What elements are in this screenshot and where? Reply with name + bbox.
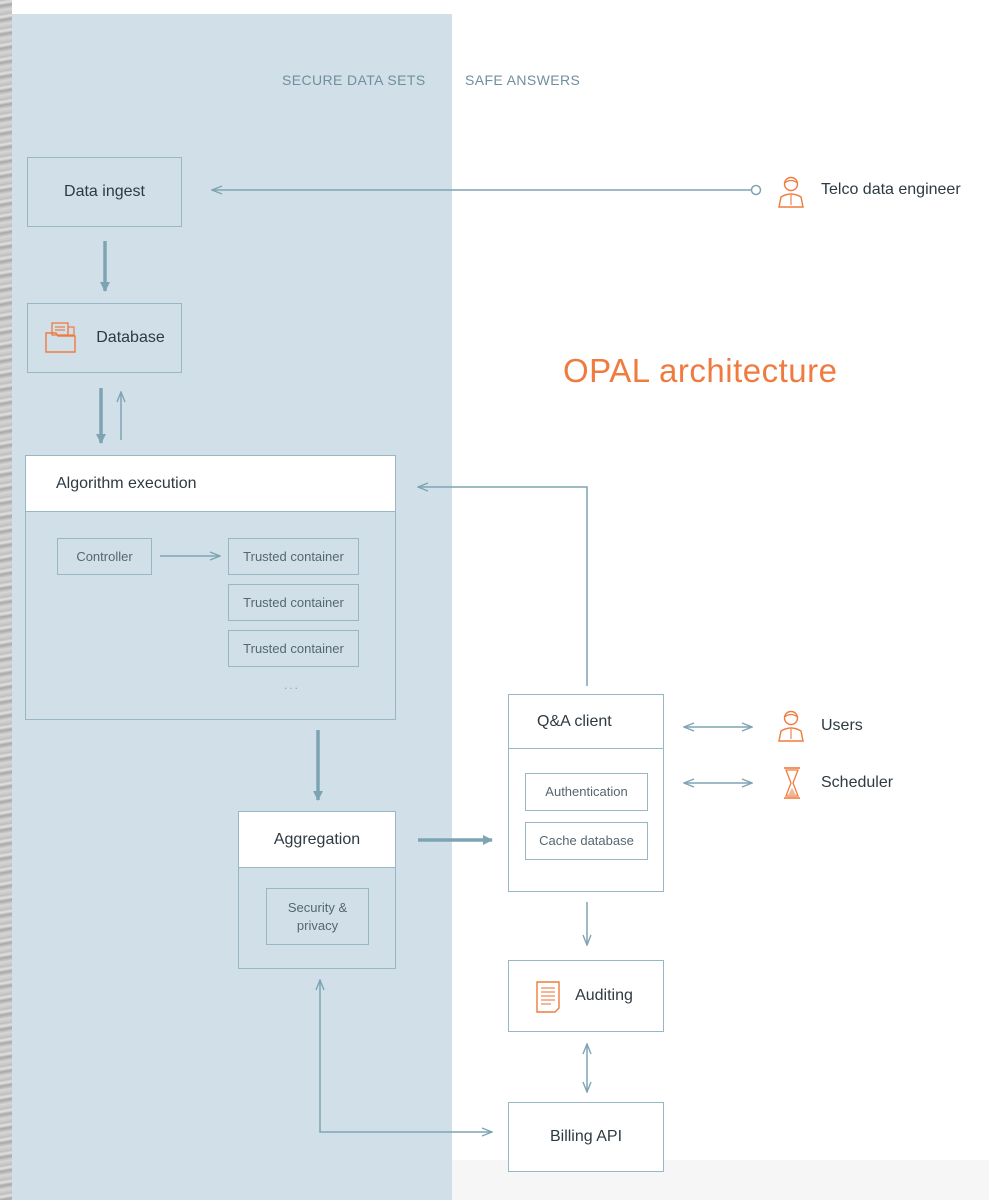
cache-database-label: Cache database <box>539 833 634 849</box>
trusted-container-2[interactable]: Trusted container <box>228 584 359 621</box>
folder-icon <box>44 321 78 360</box>
diagram-title: OPAL architecture <box>563 352 838 389</box>
auditing-box[interactable]: Auditing <box>508 960 664 1032</box>
background-texture-strip <box>0 0 12 1200</box>
algorithm-execution-label: Algorithm execution <box>56 474 197 492</box>
qa-client-label: Q&A client <box>537 712 612 730</box>
trusted-container-label: Trusted container <box>243 640 344 656</box>
person-icon <box>776 175 806 214</box>
billing-api-label: Billing API <box>549 1128 623 1145</box>
safe-answers-label: SAFE ANSWERS <box>465 72 581 88</box>
scheduler-label: Scheduler <box>821 774 894 791</box>
security-privacy-box[interactable]: Security & privacy <box>266 888 369 945</box>
more-containers-ellipsis: ... <box>284 678 301 692</box>
aggregation-label: Aggregation <box>273 830 361 848</box>
users-label: Users <box>821 717 863 734</box>
trusted-container-label: Trusted container <box>243 594 344 610</box>
authentication-label: Authentication <box>545 784 628 800</box>
data-ingest-box[interactable]: Data ingest <box>27 157 182 227</box>
telco-data-engineer-label: Telco data engineer <box>821 181 961 198</box>
person-icon <box>776 709 806 748</box>
aggregation-header: Aggregation <box>239 812 395 868</box>
algorithm-execution-header: Algorithm execution <box>26 456 395 512</box>
qa-client-header: Q&A client <box>509 695 663 749</box>
data-ingest-label: Data ingest <box>64 183 145 200</box>
qa-to-algorithm-connector <box>418 487 588 686</box>
security-privacy-label: Security & privacy <box>287 899 348 933</box>
engineer-to-ingest-connector <box>212 184 762 196</box>
controller-box[interactable]: Controller <box>57 538 152 575</box>
aggregation-panel[interactable]: Aggregation Security & privacy <box>238 811 396 969</box>
secure-data-sets-label: SECURE DATA SETS <box>282 72 426 88</box>
hourglass-icon <box>782 766 802 805</box>
aggregation-billing-connector <box>320 980 492 1132</box>
trusted-container-3[interactable]: Trusted container <box>228 630 359 667</box>
trusted-container-label: Trusted container <box>243 548 344 564</box>
cache-database-box[interactable]: Cache database <box>525 822 648 860</box>
auditing-label: Auditing <box>575 987 633 1004</box>
authentication-box[interactable]: Authentication <box>525 773 648 811</box>
billing-api-box[interactable]: Billing API <box>508 1102 664 1172</box>
trusted-container-1[interactable]: Trusted container <box>228 538 359 575</box>
qa-client-panel[interactable]: Q&A client Authentication Cache database <box>508 694 664 892</box>
controller-label: Controller <box>76 548 133 564</box>
database-label: Database <box>96 329 165 346</box>
document-icon <box>535 980 561 1019</box>
database-box[interactable]: Database <box>27 303 182 373</box>
algorithm-execution-panel[interactable]: Algorithm execution Controller Trusted c… <box>25 455 396 720</box>
